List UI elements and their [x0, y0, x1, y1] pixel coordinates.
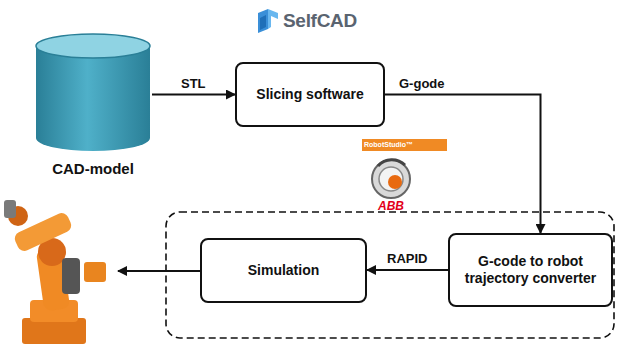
- process-box: Slicing software: [235, 62, 385, 127]
- robot-illustration: [4, 200, 106, 344]
- logo-caption: RobotStudio™: [364, 140, 413, 150]
- dashed-region: [166, 212, 614, 338]
- flow-arrow: [385, 95, 541, 234]
- output-arrow: [118, 270, 200, 272]
- edge-label: G-gode: [397, 76, 447, 91]
- edge-label: STL: [179, 76, 208, 91]
- box-text: Simulation: [248, 262, 320, 279]
- box-text: Slicing software: [256, 86, 363, 103]
- selfcad-icon: [258, 9, 278, 33]
- process-box: Simulation: [200, 238, 367, 303]
- flow-arrow: [152, 94, 235, 96]
- cylinder-shape: [34, 32, 152, 154]
- brand-text: ABB: [378, 199, 404, 213]
- flow-arrow: [367, 269, 448, 271]
- robotstudio-logo: [362, 139, 447, 198]
- software-logo-text: SelfCAD: [283, 10, 357, 32]
- process-box: G-code to robot trajectory converter: [448, 233, 613, 307]
- box-text: G-code to robot trajectory converter: [460, 253, 601, 287]
- node-caption: CAD-model: [34, 160, 152, 178]
- data-cylinder: CAD-model: [34, 32, 152, 184]
- edge-label: RAPID: [385, 251, 429, 266]
